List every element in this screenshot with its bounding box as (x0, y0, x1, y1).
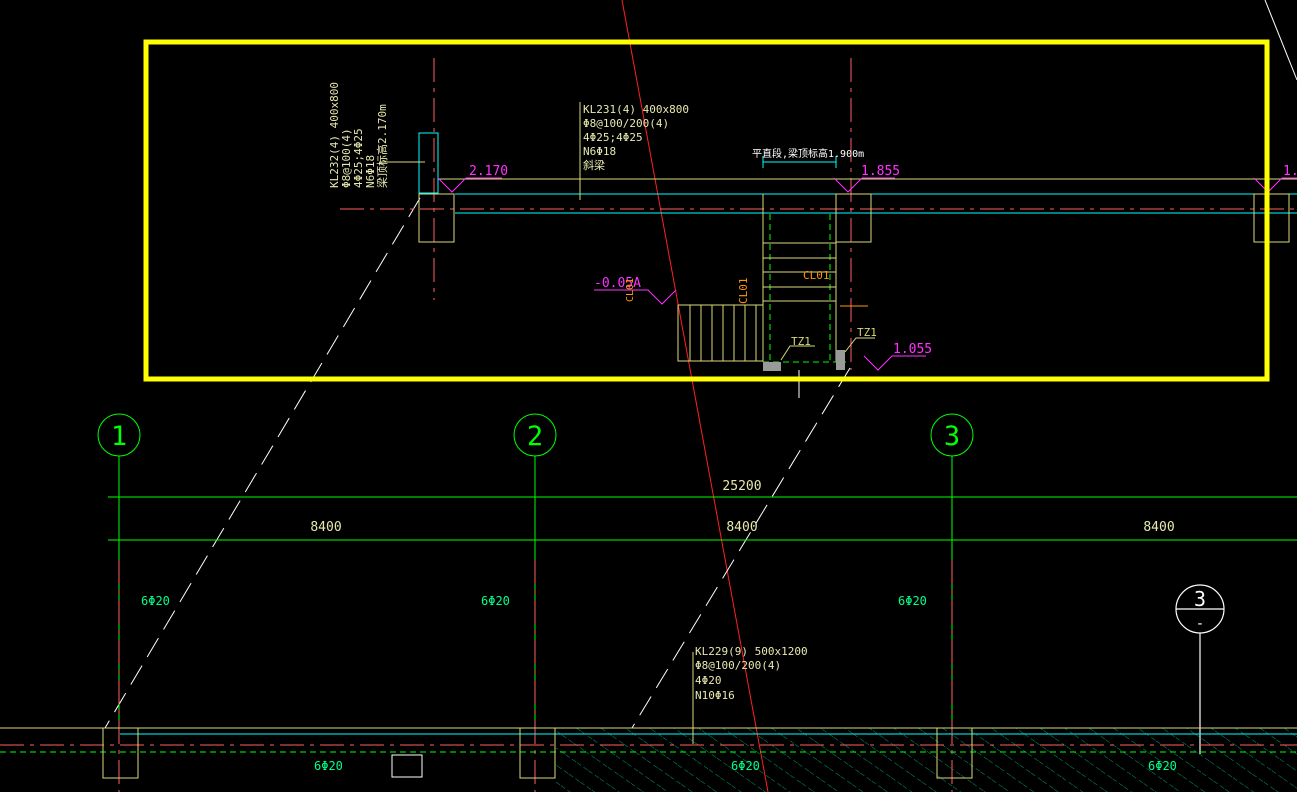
selection-highlight-box[interactable] (143, 39, 1270, 382)
column-left-top[interactable] (418, 132, 439, 194)
elevation-lower: 1.055 (893, 342, 932, 357)
lower-column-2[interactable] (519, 727, 556, 779)
kl232-note[interactable]: KL232(4) 400x800 Φ8@100(4) 4Φ25;4Φ25 N6Φ… (328, 82, 389, 188)
annotations: KL232(4) 400x800 Φ8@100(4) 4Φ25;4Φ25 N6Φ… (111, 82, 1297, 773)
kl231-line-1: KL231(4) 400x800 (583, 103, 689, 116)
section-marker-number: 3 (1194, 587, 1206, 611)
column-right[interactable] (1253, 193, 1290, 243)
dimension-total: 25200 (722, 479, 761, 494)
white-dash-right (631, 367, 851, 729)
rebar-label-lower-3: 6Φ20 (1148, 759, 1177, 773)
rebar-label-lower-2: 6Φ20 (731, 759, 760, 773)
rebar-label-lower-1: 6Φ20 (314, 759, 343, 773)
axis-label-3: 3 (944, 421, 960, 452)
dimension-span-1: 8400 (310, 520, 341, 535)
kl232-line-2: Φ8@100(4) (340, 128, 353, 188)
kl232-line-3: 4Φ25;4Φ25 (352, 128, 365, 188)
axis-bubble-2[interactable] (513, 413, 557, 457)
kl231-note[interactable]: KL231(4) 400x800 Φ8@100/200(4) 4Φ25;4Φ25… (583, 103, 689, 172)
label-cl01-a: CL01 (803, 269, 830, 282)
axis-bubble-3[interactable] (930, 413, 974, 457)
kl229-line-1: KL229(9) 500x1200 (695, 645, 808, 658)
elev-symbol-left (437, 177, 502, 193)
kl232-line-5: 梁顶标高2.170m (375, 104, 389, 188)
lower-opening (391, 754, 423, 778)
lower-beam (0, 652, 1297, 792)
rebar-label-upper-1: 6Φ20 (141, 594, 170, 608)
kl231-line-5: 斜梁 (583, 158, 605, 172)
diagonal-guides (104, 0, 1297, 792)
rebar-label-upper-3: 6Φ20 (898, 594, 927, 608)
elev-symbol-landing (594, 289, 677, 305)
stair-risers-lower (689, 305, 757, 361)
elevation-mid: 1.855 (861, 164, 900, 179)
kl231-line-2: Φ8@100/200(4) (583, 117, 669, 130)
label-cl01-b: CL01 (737, 278, 750, 305)
elevation-right: 1. (1283, 164, 1297, 179)
tz1-column-a[interactable] (763, 362, 781, 371)
kl229-line-3: 4Φ20 (695, 674, 722, 687)
label-cl01-c: CL01 (625, 278, 636, 302)
elev-symbol-right (1253, 177, 1297, 193)
lower-column-3[interactable] (936, 727, 973, 779)
kl229-line-2: Φ8@100/200(4) (695, 659, 781, 672)
tz1-column-b[interactable] (836, 350, 845, 370)
stair-treads-upper (763, 242, 836, 302)
axis-label-1: 1 (111, 421, 127, 452)
kl231-line-4: N6Φ18 (583, 145, 616, 158)
kl232-line-4: N6Φ18 (364, 155, 377, 188)
kl229-line-4: N10Φ16 (695, 689, 735, 702)
red-slope-line (621, 0, 769, 792)
lower-column-1[interactable] (102, 727, 139, 779)
beam-detail (340, 58, 1297, 398)
stair-flight-lower[interactable] (677, 304, 764, 362)
elevation-left: 2.170 (469, 164, 508, 179)
white-dash-left (104, 197, 421, 729)
axis-label-2: 2 (527, 421, 543, 452)
white-diag-top (1264, 0, 1297, 81)
column-mid[interactable] (835, 193, 872, 243)
rebar-label-upper-2: 6Φ20 (481, 594, 510, 608)
platform-note: 平直段,梁顶标高1.900m (752, 147, 864, 160)
label-tz1-a: TZ1 (791, 335, 811, 348)
axis-bubble-1[interactable] (97, 413, 141, 457)
section-marker-sheet: - (1196, 616, 1204, 632)
hatched-slab (556, 728, 1297, 792)
tz1-leader-b (844, 337, 875, 353)
dimension-span-2: 8400 (726, 520, 757, 535)
kl229-note[interactable]: KL229(9) 500x1200 Φ8@100/200(4) 4Φ20 N10… (695, 645, 808, 702)
elevation-landing: -0.05A (594, 276, 641, 291)
kl232-line-1: KL232(4) 400x800 (328, 82, 341, 188)
elev-symbol-lower (863, 355, 926, 371)
column-left[interactable] (418, 193, 455, 243)
elev-symbol-mid (833, 177, 895, 193)
kl231-line-3: 4Φ25;4Φ25 (583, 131, 643, 144)
label-tz1-b: TZ1 (857, 326, 877, 339)
dimension-span-3: 8400 (1143, 520, 1174, 535)
tz1-leader-a (780, 345, 815, 361)
